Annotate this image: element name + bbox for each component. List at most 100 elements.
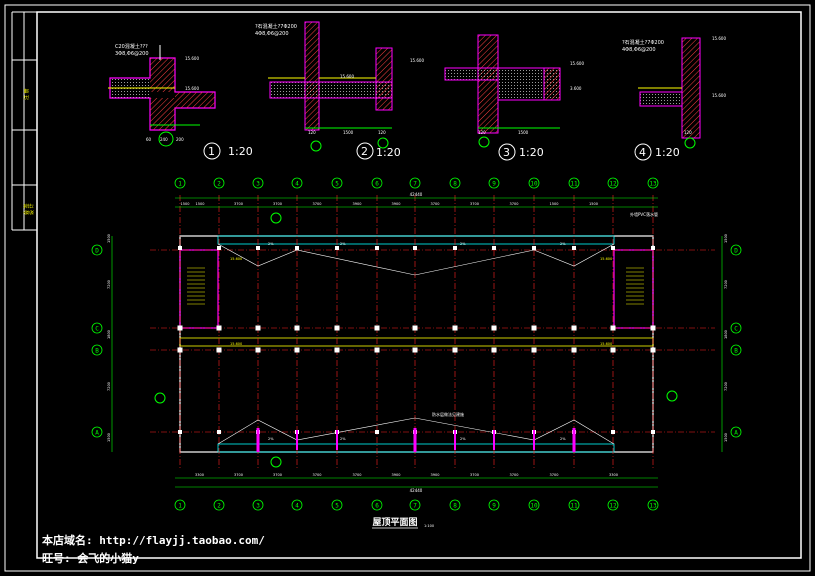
axis-label-top: 8 xyxy=(453,181,457,188)
column-mark xyxy=(650,325,656,331)
detail-2-elev2: 15.600 xyxy=(410,58,424,63)
detail-4-label: 4 1:20 xyxy=(634,143,680,161)
axis-bubble-right xyxy=(730,244,742,256)
footer-ww-name: 会飞的小猫y xyxy=(77,552,139,565)
column-mark xyxy=(531,347,537,353)
dim-top-10: 1500 xyxy=(550,202,559,206)
elev-label: 15.600 xyxy=(600,257,612,261)
dim-top-9: 3700 xyxy=(510,202,519,206)
detail-3-dim-1: 120 xyxy=(478,130,486,135)
axis-label-bottom: 10 xyxy=(530,503,538,510)
detail-1-callout: C20混凝土??? xyxy=(115,43,148,50)
column-mark xyxy=(492,246,496,250)
column-mark xyxy=(491,347,497,353)
column-mark xyxy=(294,325,300,331)
detail-callout-bubble xyxy=(270,456,282,468)
axis-bubble-top xyxy=(252,177,264,189)
stair-core-left xyxy=(179,249,219,329)
axis-bubble-left xyxy=(91,244,103,256)
roof-ridge-top xyxy=(217,243,615,276)
column-mark xyxy=(571,347,577,353)
column-mark xyxy=(217,246,221,250)
title-strip-label-1: 注 册 xyxy=(23,88,30,100)
axis-bubble-top xyxy=(528,177,540,189)
axis-label-bottom: 5 xyxy=(335,503,339,510)
detail-callout-bubble xyxy=(270,212,282,224)
axis-bubble-top xyxy=(331,177,343,189)
detail-2-callout2: 4Φ8,Φ6@200 xyxy=(255,31,289,37)
inner-border xyxy=(36,11,802,559)
column-mark xyxy=(412,347,418,353)
detail-2-number: 2 xyxy=(361,145,368,158)
column-mark xyxy=(571,325,577,331)
axis-bubble-bottom xyxy=(291,499,303,511)
detail-1-number: 1 xyxy=(208,145,215,158)
axis-bubble-right xyxy=(730,426,742,438)
axis-label-top: 9 xyxy=(492,181,496,188)
column-mark xyxy=(178,430,182,434)
dim-top-7: 3700 xyxy=(431,202,440,206)
axis-bubble-top xyxy=(213,177,225,189)
detail-4-number: 4 xyxy=(639,146,646,159)
detail-2-dim-3: 120 xyxy=(378,130,386,135)
axis-label-right: B xyxy=(734,348,738,355)
slope-label: 2% xyxy=(340,242,346,246)
detail-3: 15.600 3.600 120 1500 xyxy=(444,34,584,148)
axis-label-bottom: 8 xyxy=(453,503,457,510)
axis-bubble-bottom xyxy=(488,499,500,511)
axis-label-top: 3 xyxy=(256,181,260,188)
detail-2-dim-2: 1500 xyxy=(343,130,354,135)
detail-2: ?石混凝土?7Φ200 4Φ8,Φ6@200 15.600 15.600 120… xyxy=(255,21,424,152)
axis-label-left: A xyxy=(95,430,99,437)
plan-scale: 1:100 xyxy=(424,524,434,528)
column-mark xyxy=(335,246,339,250)
column-mark xyxy=(374,347,380,353)
title-strip: 注 册 会 签 设 计 xyxy=(11,11,37,231)
dim-bottom-10: 3300 xyxy=(609,473,618,477)
column-mark xyxy=(452,347,458,353)
axis-bubble-bottom xyxy=(607,499,619,511)
axis-bubble-top xyxy=(488,177,500,189)
detail-1-dim-1: 60 xyxy=(146,137,152,142)
column-mark xyxy=(610,325,616,331)
axis-bubble-bottom xyxy=(213,499,225,511)
detail-4-callout: ?石混凝土?7Φ200 xyxy=(622,39,664,46)
slope-label: 2% xyxy=(268,242,274,246)
column-mark xyxy=(374,325,380,331)
axis-bubble-top xyxy=(449,177,461,189)
axis-label-top: 12 xyxy=(609,181,617,188)
dim-left-1: 7200 xyxy=(107,280,111,289)
axis-bubble-right xyxy=(730,322,742,334)
axis-bubble-top xyxy=(647,177,659,189)
detail-3-elev1: 15.600 xyxy=(570,61,584,66)
detail-1-callout2: 3Φ8,Φ6@200 xyxy=(115,51,149,57)
dim-bottom-4: 3700 xyxy=(353,473,362,477)
dim-bottom-1: 3700 xyxy=(234,473,243,477)
dim-top-4: 3700 xyxy=(313,202,322,206)
axis-bubble-bottom xyxy=(331,499,343,511)
detail-4-dim-1: 120 xyxy=(684,130,692,135)
detail-4: ?石混凝土?7Φ200 4Φ8,Φ6@200 15.600 15.600 120 xyxy=(622,36,726,149)
axis-bubble-bottom xyxy=(449,499,461,511)
column-mark xyxy=(375,430,379,434)
downpipe xyxy=(296,430,298,450)
column-mark xyxy=(334,325,340,331)
axis-label-right: C xyxy=(734,326,738,333)
axis-bubble-bottom xyxy=(647,499,659,511)
dim-top-11: 1500 xyxy=(589,202,598,206)
detail-3-number: 3 xyxy=(503,146,510,159)
column-mark xyxy=(177,347,183,353)
axis-bubble-top xyxy=(607,177,619,189)
axis-bubble-top xyxy=(291,177,303,189)
axis-bubble-left xyxy=(91,426,103,438)
footer-ww-line: 旺号: 会飞的小猫y xyxy=(42,550,139,566)
axis-label-top: 1 xyxy=(178,181,182,188)
column-mark xyxy=(375,246,379,250)
dim-right-4: 1500 xyxy=(724,433,728,442)
stair-core-right xyxy=(613,249,654,329)
detail-3-dim-2: 1500 xyxy=(518,130,529,135)
footer-site-url[interactable]: http://flayjj.taobao.com/ xyxy=(99,534,265,547)
title-strip-label-3: 设 计 xyxy=(28,203,35,215)
footer-ww-label: 旺号: xyxy=(42,552,71,565)
